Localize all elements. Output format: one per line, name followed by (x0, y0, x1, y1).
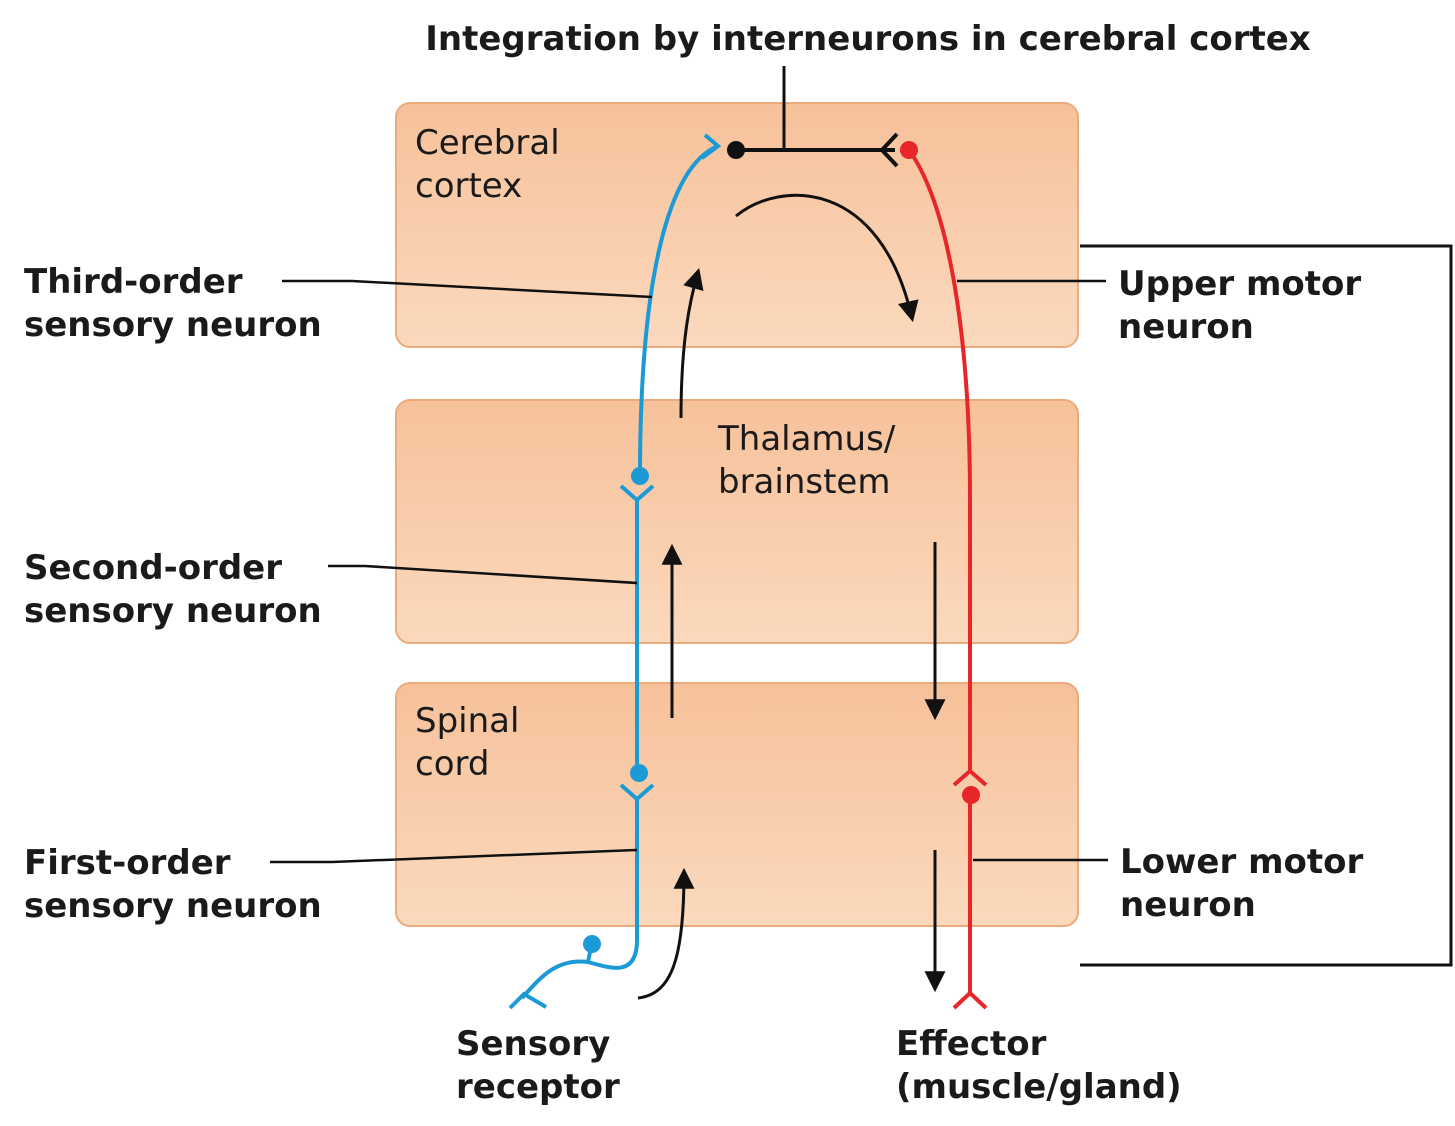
label-effector-line2: (muscle/gland) (896, 1067, 1182, 1107)
leader-first-order (270, 848, 638, 864)
label-second-order-sensory-neuron: Second-order sensory neuron (24, 548, 322, 631)
leader-third-order (282, 279, 653, 299)
lower-motor-soma (962, 786, 980, 804)
region-label-cerebral-cortex-line2: cortex (415, 166, 522, 206)
flow-arrow-integration (735, 193, 919, 323)
flow-arrow-thalamus-to-cortex (679, 267, 704, 419)
region-thalamus-brainstem (395, 399, 1079, 644)
label-lower-motor-line1: Lower motor (1120, 842, 1363, 882)
label-first-order-line2: sensory neuron (24, 886, 322, 926)
region-label-spinal-cord-line2: cord (415, 744, 489, 784)
first-order-sensory-neuron (520, 797, 639, 1000)
label-first-order-sensory-neuron: First-order sensory neuron (24, 843, 322, 926)
label-sensory-receptor-line1: Sensory (456, 1024, 610, 1064)
label-effector: Effector (muscle/gland) (896, 1024, 1182, 1107)
region-label-spinal-cord-line1: Spinal (415, 701, 519, 741)
sensory-receptor-ending (508, 991, 548, 1010)
region-label-thalamus-brainstem: Thalamus/ brainstem (717, 419, 906, 502)
leader-second-order (328, 564, 638, 585)
label-lower-motor-line2: neuron (1120, 885, 1256, 925)
label-second-order-line1: Second-order (24, 548, 282, 588)
region-label-thalamus-line1: Thalamus/ (717, 419, 896, 459)
label-sensory-receptor-line2: receptor (456, 1067, 620, 1107)
label-third-order-sensory-neuron: Third-order sensory neuron (24, 262, 322, 345)
third-order-terminal (700, 133, 722, 160)
label-third-order-line2: sensory neuron (24, 305, 322, 345)
first-order-soma (583, 935, 601, 953)
interneuron-soma (727, 141, 745, 159)
first-order-terminal (619, 783, 655, 802)
label-effector-line1: Effector (896, 1024, 1047, 1064)
interneuron-terminal (879, 132, 899, 168)
upper-motor-neuron (907, 148, 972, 773)
label-second-order-line2: sensory neuron (24, 591, 322, 631)
region-label-cerebral-cortex-line1: Cerebral (415, 123, 560, 163)
upper-motor-soma (900, 141, 918, 159)
flow-arrow-receptor-to-spinal (637, 867, 695, 1000)
region-label-spinal-cord: Spinal cord (415, 701, 530, 784)
upper-motor-terminal (952, 768, 988, 787)
label-upper-motor-line2: neuron (1118, 307, 1254, 347)
third-order-soma (631, 467, 649, 485)
label-lower-motor-neuron: Lower motor neuron (1120, 842, 1375, 925)
third-order-sensory-neuron (638, 144, 719, 477)
label-upper-motor-line1: Upper motor (1118, 264, 1361, 304)
region-spinal-cord (395, 682, 1079, 927)
region-label-cerebral-cortex: Cerebral cortex (415, 123, 570, 206)
region-label-thalamus-line2: brainstem (718, 462, 890, 502)
motor-bracket (1080, 244, 1453, 967)
label-upper-motor-neuron: Upper motor neuron (1118, 264, 1373, 347)
second-order-terminal (619, 484, 655, 503)
label-first-order-line1: First-order (24, 843, 231, 883)
second-order-soma (630, 764, 648, 782)
diagram-title: Integration by interneurons in cerebral … (425, 19, 1311, 59)
label-sensory-receptor: Sensory receptor (456, 1024, 622, 1107)
label-third-order-line1: Third-order (24, 262, 243, 302)
effector-terminal (952, 990, 988, 1010)
region-cerebral-cortex (395, 102, 1079, 348)
